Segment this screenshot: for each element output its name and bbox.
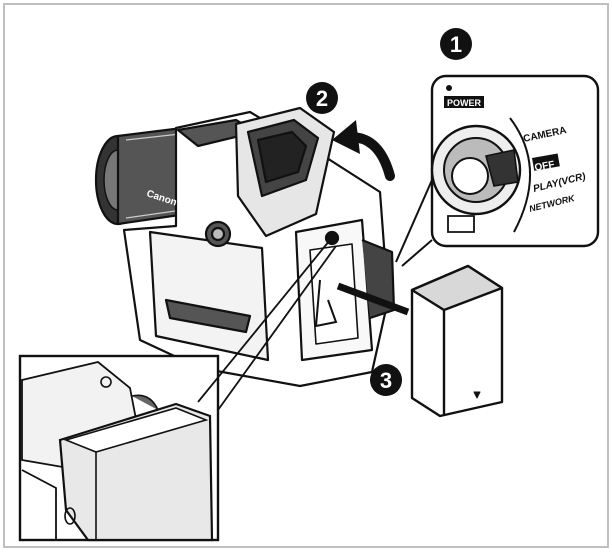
step-3-badge: 3	[370, 364, 402, 396]
svg-text:3: 3	[380, 368, 392, 393]
battery-pack	[410, 264, 504, 418]
step-2-badge: 2	[306, 82, 338, 114]
power-label: POWER	[447, 98, 482, 108]
svg-text:1: 1	[450, 32, 462, 57]
lift-arrow	[332, 120, 395, 181]
svg-text:2: 2	[316, 86, 328, 111]
mode-dial-inset: POWER CAMERA OFF PLAY(VCR) NETWORK	[395, 74, 600, 267]
insert-arrow	[314, 279, 410, 328]
step-1-badge: 1	[440, 28, 472, 60]
closeup-inset	[18, 239, 337, 542]
off-mode-label: OFF	[534, 159, 556, 173]
